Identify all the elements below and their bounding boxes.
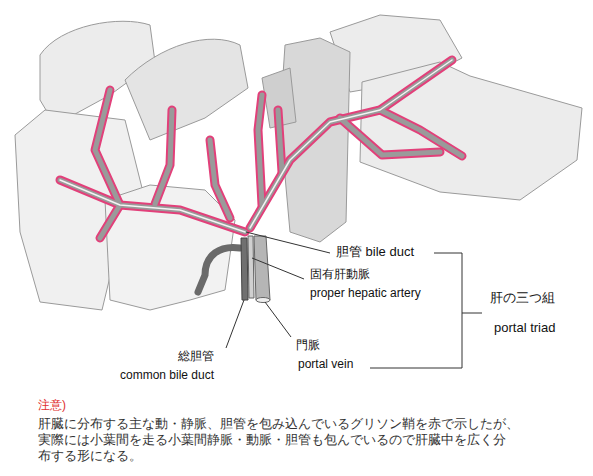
leader-lines xyxy=(226,232,482,368)
bracket xyxy=(370,253,462,368)
structure-label: 固有肝動脈 xyxy=(310,268,370,282)
leader-line xyxy=(246,232,330,253)
vessel-end xyxy=(256,298,270,303)
structure-label: 胆管 bile duct xyxy=(336,245,414,260)
glisson-sheath xyxy=(60,60,462,238)
branch xyxy=(250,60,452,228)
branch xyxy=(250,60,452,228)
branch xyxy=(380,110,462,156)
structure-label: portal vein xyxy=(298,358,353,372)
hepatic-artery xyxy=(248,236,254,298)
bracket-tick xyxy=(462,313,482,314)
branch xyxy=(155,110,172,204)
branch xyxy=(95,90,120,205)
leader-line xyxy=(252,258,304,279)
liver-lobe xyxy=(125,39,248,140)
note-text: 実際には小葉間を走る小葉間静脈・動脈・胆管も包んでいるので肝臓中を広く分 xyxy=(38,433,506,447)
structure-label: 門脈 xyxy=(296,339,320,353)
liver-lobes xyxy=(15,15,582,310)
branch xyxy=(258,95,262,205)
leader-line xyxy=(226,300,244,348)
branch xyxy=(210,140,230,218)
sheath-outline xyxy=(60,60,462,238)
group-label: 肝の三つ組 xyxy=(490,291,555,306)
branch xyxy=(278,110,282,172)
sheath-core xyxy=(60,60,462,238)
branch xyxy=(60,180,245,232)
branch xyxy=(100,205,120,238)
branch xyxy=(155,110,172,204)
cystic-duct xyxy=(198,247,240,292)
structure-label: 総胆管 xyxy=(178,350,214,364)
group-label: portal triad xyxy=(494,321,555,336)
liver-lobe xyxy=(360,62,582,200)
note-text: 布する形になる。 xyxy=(38,449,142,463)
branch xyxy=(278,110,282,172)
structure-label: common bile duct xyxy=(120,369,214,383)
note-text: 肝臓に分布する主な動・静脈、胆管を包み込んでいるグリソン鞘を赤で示したが、 xyxy=(38,417,519,431)
branch xyxy=(340,118,440,155)
branch xyxy=(380,110,462,156)
portal-vein xyxy=(254,236,270,300)
leader-line xyxy=(265,302,291,337)
hilar-vessels xyxy=(198,236,270,303)
branch xyxy=(250,60,452,228)
note-heading: 注意) xyxy=(38,399,66,413)
branch xyxy=(210,140,230,218)
branch xyxy=(100,205,120,238)
branch xyxy=(258,95,262,205)
branch xyxy=(95,90,120,205)
common-bile-duct xyxy=(241,238,248,300)
sheath-highlight xyxy=(60,60,452,232)
structure-label: proper hepatic artery xyxy=(310,287,421,301)
